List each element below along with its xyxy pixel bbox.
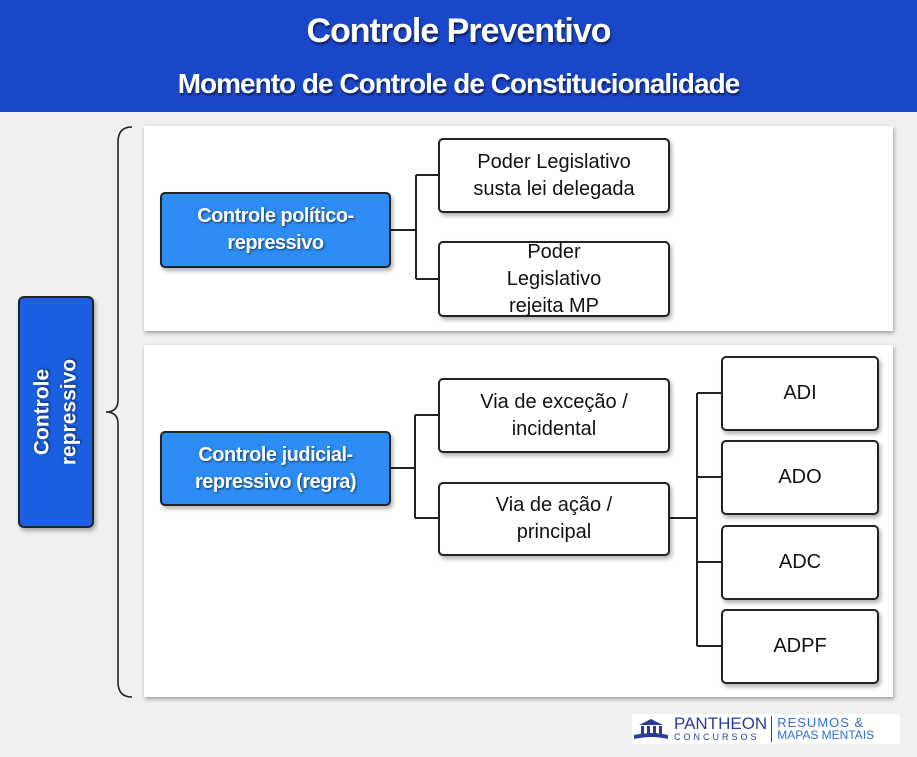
judicial-connector: [391, 414, 438, 519]
brace: [105, 126, 133, 698]
judicial-child: Via de ação / principal: [438, 482, 670, 556]
judicial-child: Via de exceção / incidental: [438, 378, 670, 453]
logo-tag1: RESUMOS &: [777, 715, 865, 730]
header: Controle Preventivo Momento de Controle …: [0, 0, 917, 112]
action-ado: ADO: [721, 440, 879, 515]
root-node: Controle repressivo: [18, 296, 94, 528]
page-title: Controle Preventivo: [306, 12, 611, 50]
political-node: Controle político-repressivo: [160, 192, 391, 268]
action-adpf: ADPF: [721, 609, 879, 684]
political-connector: [391, 174, 438, 280]
judicial-node: Controle judicial-repressivo (regra): [160, 431, 391, 506]
temple-icon: [634, 719, 668, 739]
logo-tagline: RESUMOS &MAPAS MENTAIS: [771, 716, 874, 742]
actions-connector: [670, 392, 721, 647]
political-child: Poder Legislativo susta lei delegada: [438, 138, 670, 213]
action-adc: ADC: [721, 525, 879, 600]
political-child: Poder Legislativo rejeita MP: [438, 241, 670, 317]
logo-tag2: MAPAS MENTAIS: [777, 728, 875, 742]
action-adi: ADI: [721, 356, 879, 431]
root-label: Controle repressivo: [30, 358, 81, 466]
logo-sub: CONCURSOS: [674, 732, 760, 742]
page-subtitle: Momento de Controle de Constitucionalida…: [177, 68, 741, 99]
logo-brand-text: PANTHEON: [674, 714, 768, 733]
